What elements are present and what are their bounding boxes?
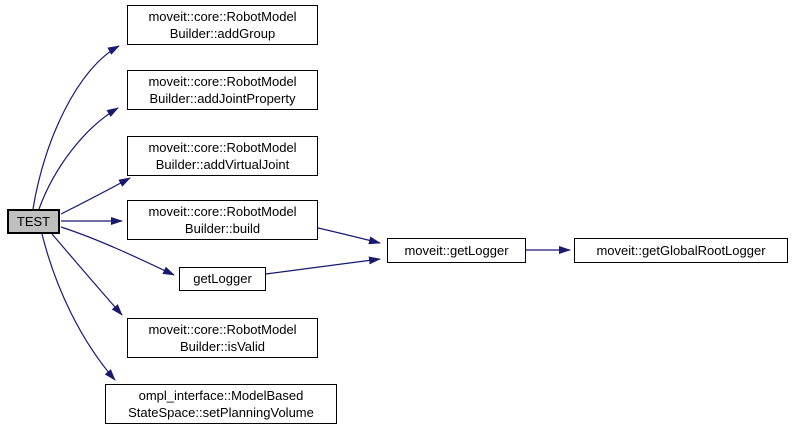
node-modelbasedstatespace-setplanningvolume[interactable]: ompl_interface::ModelBased StateSpace::s… [105, 384, 337, 424]
node-test-label: TEST [16, 213, 51, 229]
node-robotmodelbuilder-isvalid[interactable]: moveit::core::RobotModel Builder::isVali… [127, 318, 318, 358]
node-robotmodelbuilder-addvirtualjoint[interactable]: moveit::core::RobotModel Builder::addVir… [127, 136, 318, 176]
node-robotmodelbuilder-build[interactable]: moveit::core::RobotModel Builder::build [127, 200, 318, 240]
node-moveit-getglobalrootlogger[interactable]: moveit::getGlobalRootLogger [574, 238, 788, 263]
node-label: moveit::getLogger [404, 242, 509, 258]
node-getlogger[interactable]: getLogger [179, 267, 266, 291]
node-label: moveit::core::RobotModel Builder::build [148, 203, 297, 236]
edge-test-addgroup [32, 45, 120, 210]
edge-build-moveitgetlogger [317, 227, 381, 245]
node-label: moveit::core::RobotModel Builder::addVir… [148, 139, 297, 172]
node-robotmodelbuilder-addgroup[interactable]: moveit::core::RobotModel Builder::addGro… [127, 5, 318, 45]
edge-test-addjointproperty [38, 107, 119, 210]
node-label: moveit::core::RobotModel Builder::isVali… [148, 321, 297, 354]
node-label: getLogger [193, 271, 252, 287]
edge-test-setplanningvolume [41, 233, 116, 381]
node-label: moveit::core::RobotModel Builder::addGro… [148, 8, 297, 41]
node-moveit-getlogger[interactable]: moveit::getLogger [387, 238, 526, 263]
node-label: moveit::core::RobotModel Builder::addJoi… [148, 73, 297, 106]
edge-getlogger-moveitgetlogger [265, 256, 381, 275]
edge-test-addvirtualjoint [60, 177, 131, 215]
node-robotmodelbuilder-addjointproperty[interactable]: moveit::core::RobotModel Builder::addJoi… [127, 70, 318, 110]
edge-test-getlogger [60, 226, 175, 276]
node-label: ompl_interface::ModelBased StateSpace::s… [128, 387, 314, 420]
node-label: moveit::getGlobalRootLogger [596, 242, 766, 258]
node-test: TEST [7, 209, 60, 234]
edge-test-isvalid [51, 233, 123, 316]
